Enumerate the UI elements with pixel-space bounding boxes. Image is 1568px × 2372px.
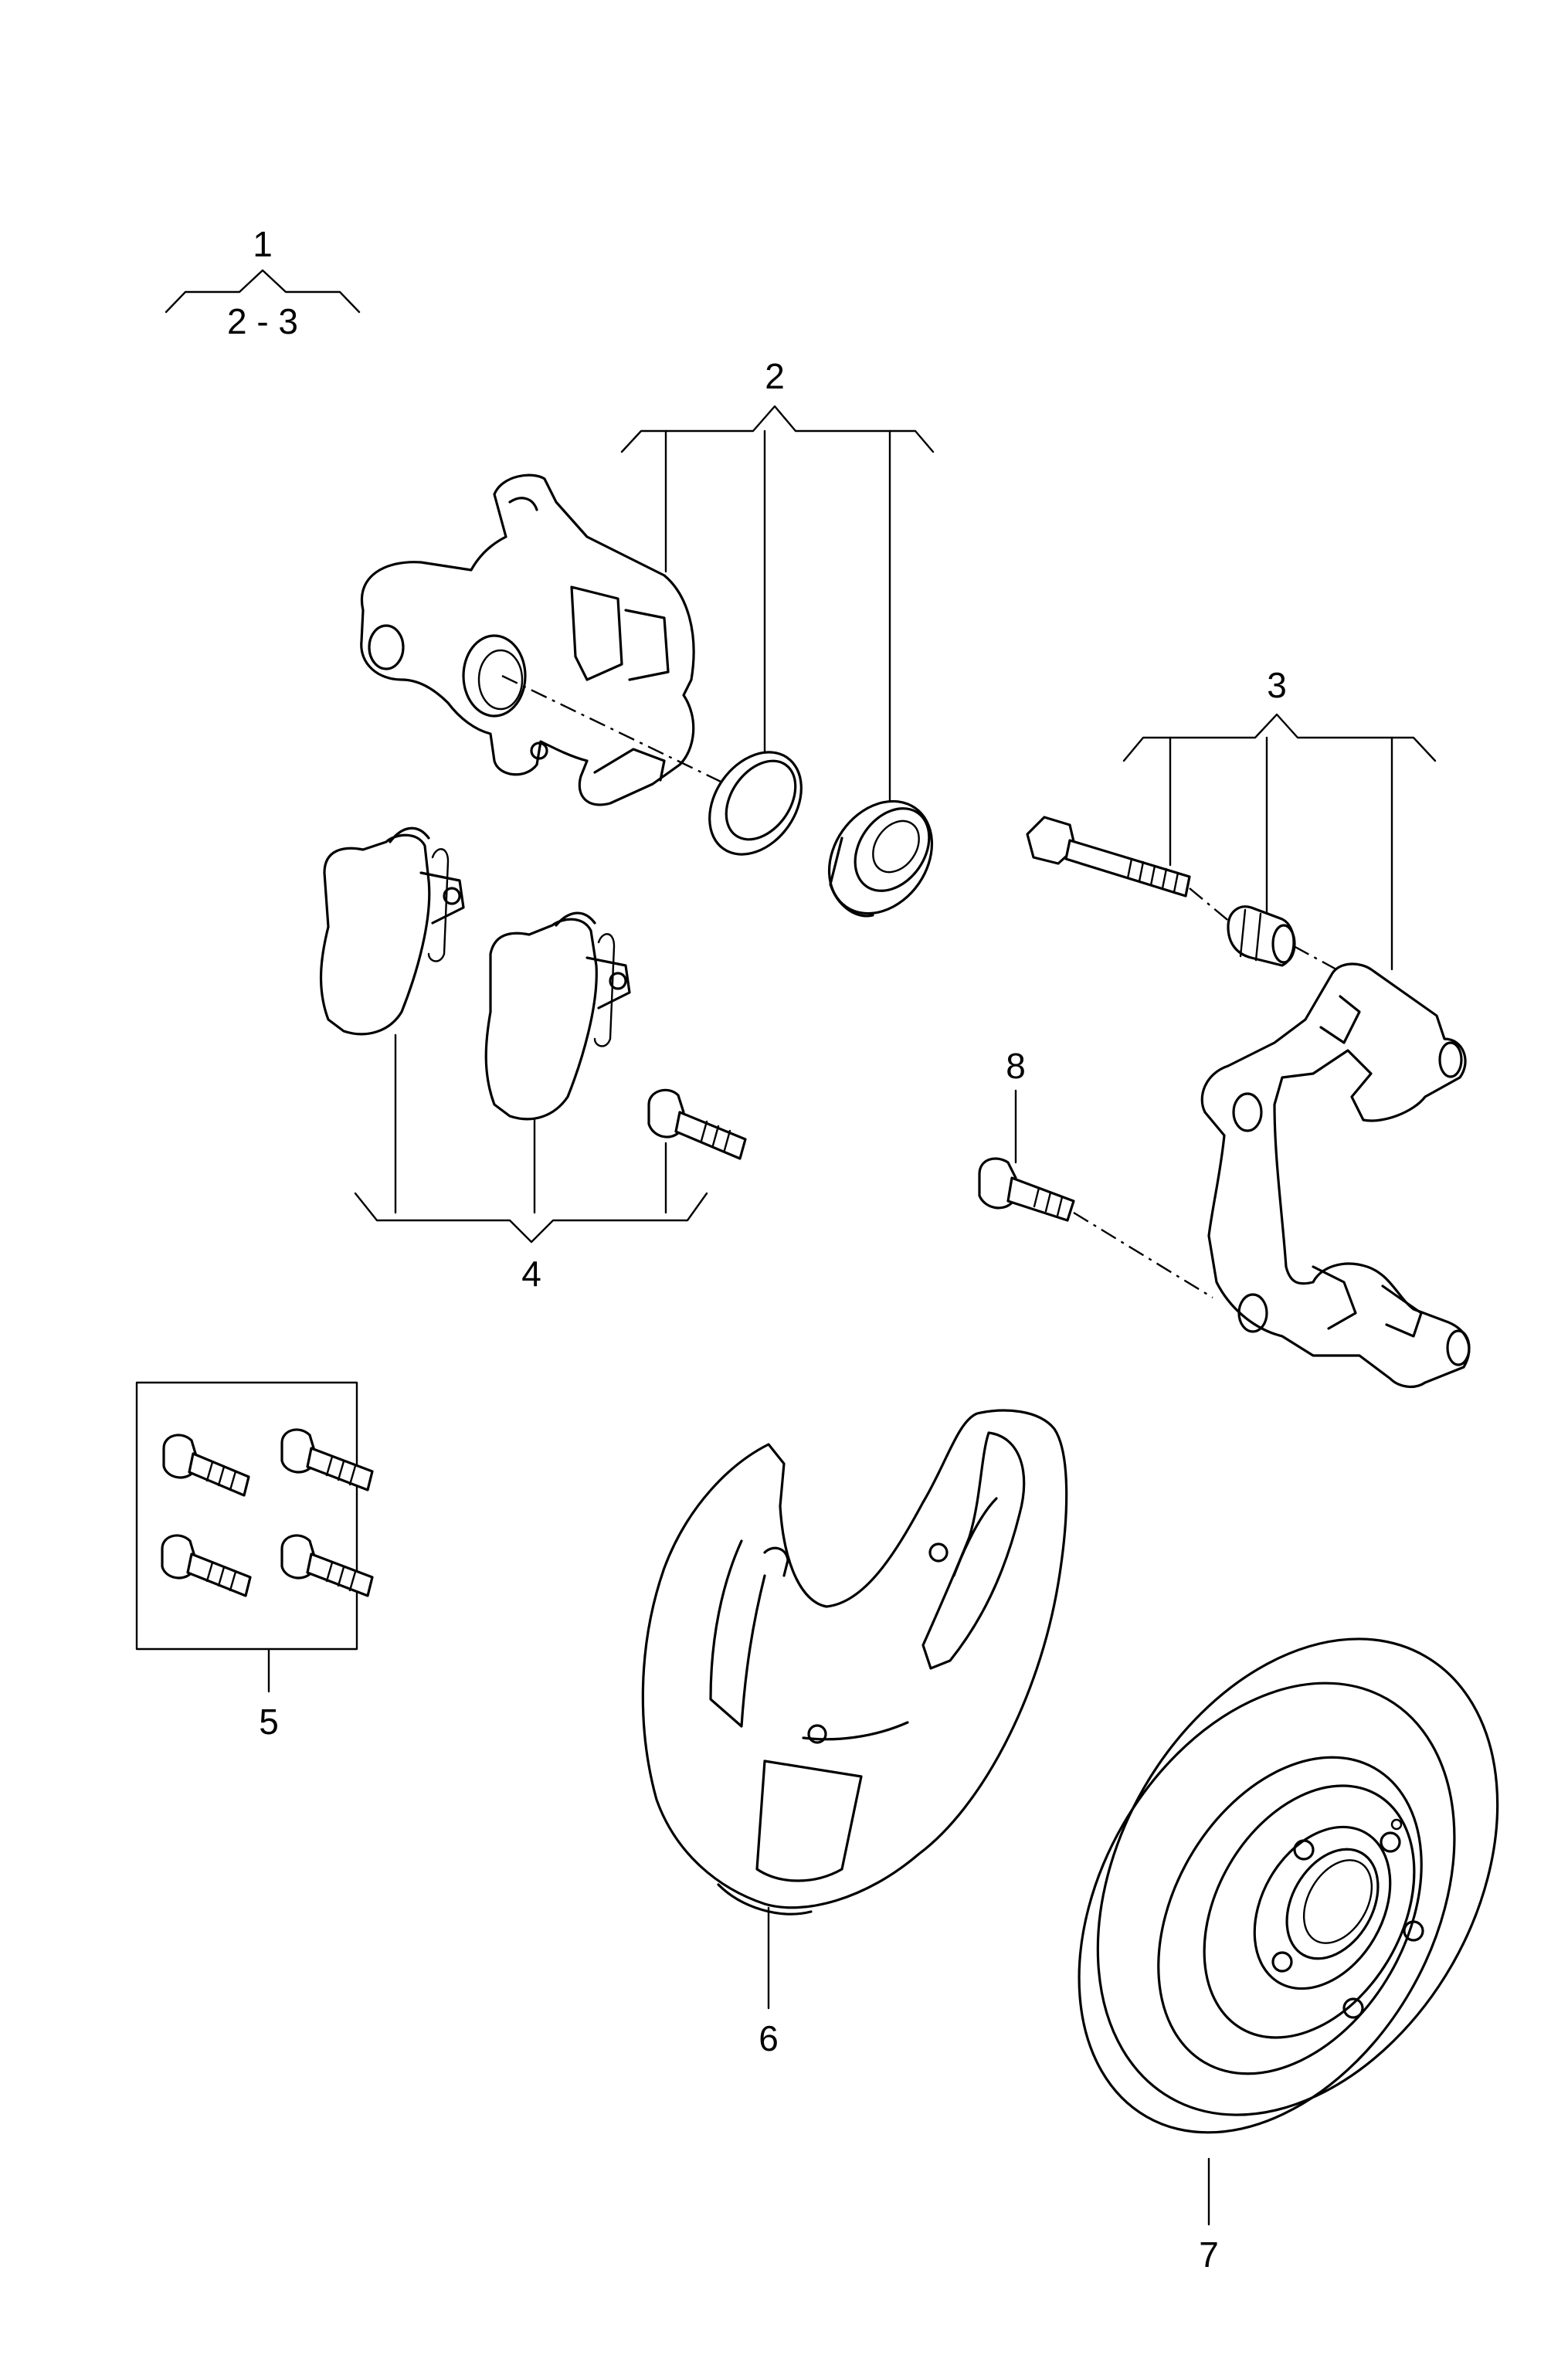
callout-3[interactable]: 3 <box>1122 665 1437 971</box>
callout-4-bracket <box>354 1192 708 1244</box>
callout-4-label: 4 <box>521 1254 541 1294</box>
kit-bolt <box>161 1534 252 1597</box>
callout-7[interactable]: 7 <box>1199 2157 1219 2275</box>
callout-8[interactable]: 8 <box>1006 1046 1026 1164</box>
guide-bolt[interactable] <box>1026 816 1191 898</box>
callout-6[interactable]: 6 <box>759 1906 779 2058</box>
bushing-axis-line <box>1293 945 1337 971</box>
group-range-label: 2 - 3 <box>227 301 298 341</box>
bolt-kit-box[interactable] <box>135 1381 374 1651</box>
callout-7-label: 7 <box>1199 2235 1219 2275</box>
caliper-carrier[interactable] <box>1200 962 1471 1389</box>
brake-caliper[interactable] <box>360 473 695 806</box>
group-number-label: 1 <box>253 224 273 264</box>
callout-2[interactable]: 2 <box>620 356 935 820</box>
group-header: 1 2 - 3 <box>165 224 361 341</box>
carrier-bolt[interactable] <box>978 1157 1075 1222</box>
carrier-bolt-axis-line <box>1073 1211 1213 1299</box>
callout-2-label: 2 <box>765 356 785 396</box>
guide-bushing[interactable] <box>1227 905 1296 967</box>
brake-disc[interactable] <box>1003 1567 1568 2199</box>
splash-shield[interactable] <box>641 1409 1068 1916</box>
callout-4[interactable]: 4 <box>354 1033 708 1294</box>
bolt-kit-frame <box>135 1381 358 1651</box>
group-bracket <box>165 269 361 314</box>
callout-5-label: 5 <box>259 1702 279 1742</box>
callout-3-label: 3 <box>1267 665 1287 705</box>
callout-6-label: 6 <box>759 2018 779 2058</box>
piston-boot[interactable] <box>808 782 953 934</box>
kit-bolt <box>280 1534 374 1597</box>
callout-3-bracket <box>1122 713 1437 762</box>
kit-bolt <box>280 1428 374 1491</box>
pad-retaining-bolt[interactable] <box>647 1088 747 1160</box>
callout-5[interactable]: 5 <box>259 1648 279 1742</box>
callout-2-bracket <box>620 405 935 453</box>
caliper-axis-line <box>501 674 742 793</box>
callout-8-label: 8 <box>1006 1046 1026 1086</box>
kit-bolt <box>162 1434 250 1497</box>
brake-pad-outer[interactable] <box>319 826 465 1036</box>
brake-pad-inner[interactable] <box>484 911 631 1121</box>
piston-seal[interactable] <box>691 735 820 872</box>
guide-bolt-axis-line <box>1189 887 1237 928</box>
